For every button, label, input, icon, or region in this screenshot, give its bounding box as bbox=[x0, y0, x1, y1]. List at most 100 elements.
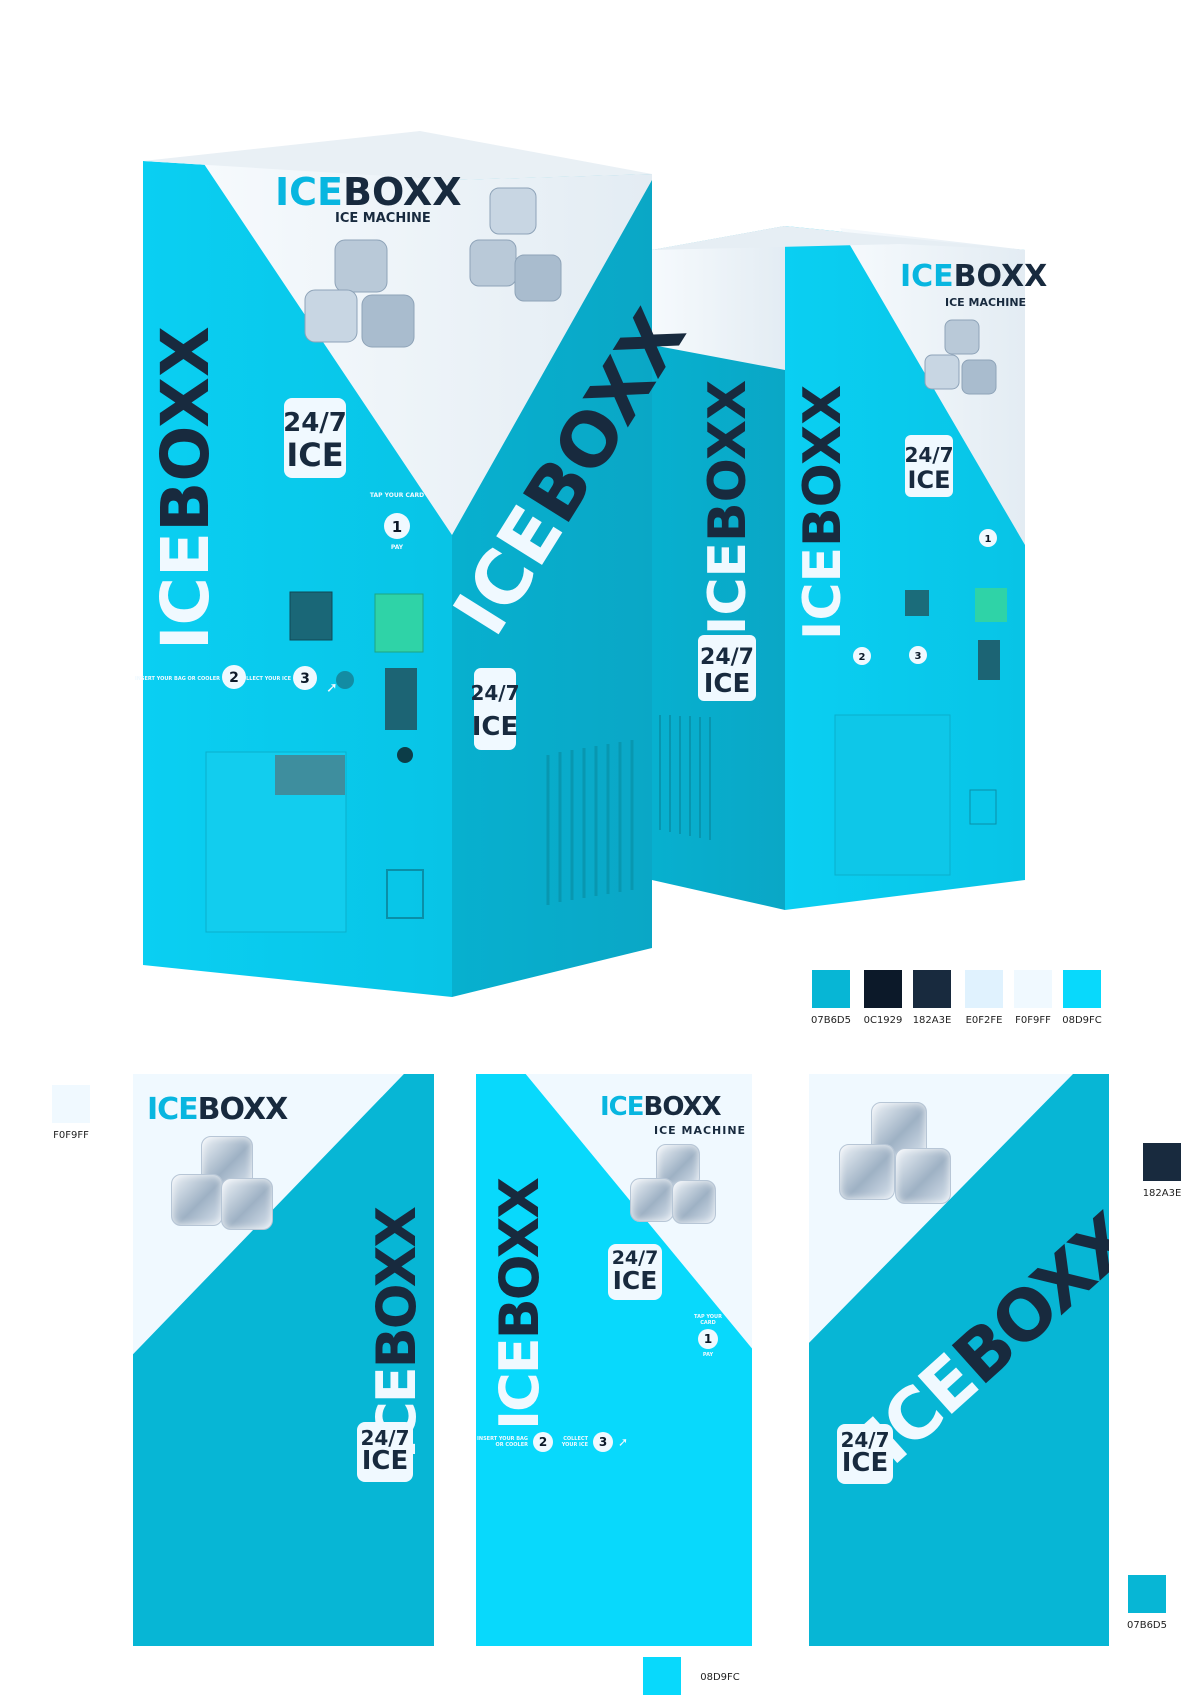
swatch-f0f9ff bbox=[1014, 970, 1052, 1008]
step1-number: 1 bbox=[392, 518, 402, 536]
ice-chute bbox=[275, 755, 345, 795]
step2-number: 2 bbox=[533, 1432, 553, 1452]
tap-card-label: TAP YOUR CARD bbox=[370, 492, 424, 499]
step2-circle bbox=[222, 665, 246, 689]
payment-terminal[interactable] bbox=[374, 593, 424, 653]
bag-dispenser[interactable] bbox=[385, 668, 417, 730]
bag-dispenser[interactable] bbox=[978, 640, 1000, 680]
machine-small: ICEBOXX ICE MACHINE ICEBOXX ICEBOXX 24/7… bbox=[652, 226, 1047, 910]
service-panel bbox=[969, 789, 997, 825]
badge-line2: ICE bbox=[612, 1266, 658, 1295]
vertical-logo: ICEBOXX bbox=[488, 1178, 551, 1430]
ice-cubes-icon bbox=[304, 187, 562, 348]
swatch-label: 182A3E bbox=[1142, 1188, 1182, 1199]
step3-number: 3 bbox=[300, 671, 310, 687]
swatch-07b6d5 bbox=[1128, 1575, 1166, 1613]
machine-large-white-v bbox=[200, 158, 652, 535]
machine-small-logo: ICEBOXX bbox=[900, 259, 1047, 294]
swatch-08d9fc bbox=[1063, 970, 1101, 1008]
swatch-0c1929 bbox=[864, 970, 902, 1008]
swatch-182a3e bbox=[1143, 1143, 1181, 1181]
ice-dispense-bay[interactable] bbox=[834, 714, 951, 876]
badge-line2: ICE bbox=[361, 1446, 409, 1476]
step2-number: 2 bbox=[229, 670, 239, 686]
pay-label: PAY bbox=[391, 544, 404, 551]
collect-ice-label: COLLECT YOUR ICE bbox=[238, 676, 291, 682]
machine-small-left-face bbox=[652, 226, 785, 910]
start-button[interactable] bbox=[336, 671, 354, 689]
service-panel bbox=[386, 869, 424, 919]
swatch-label: F0F9FF bbox=[53, 1130, 89, 1141]
step1-number: 1 bbox=[985, 534, 992, 545]
swatch-07b6d5 bbox=[812, 970, 850, 1008]
step2-circle bbox=[853, 647, 871, 665]
swatch-08d9fc bbox=[643, 1657, 681, 1695]
arrow-icon: ➚ bbox=[618, 1435, 629, 1449]
swatch-label: 08D9FC bbox=[1062, 1015, 1102, 1026]
machine-large-tagline: ICE MACHINE bbox=[335, 211, 431, 226]
badge-line1: 24/7 bbox=[360, 1426, 410, 1450]
badge-line1: 24/7 bbox=[700, 645, 754, 670]
machine-large-vertical-logo: ICEBOXX bbox=[147, 326, 224, 650]
pay-label: PAY bbox=[702, 1352, 714, 1358]
badge-line1: 24/7 bbox=[283, 408, 347, 438]
coin-slot[interactable] bbox=[397, 747, 413, 763]
machine-large-top bbox=[143, 131, 652, 180]
vent-grille bbox=[659, 715, 711, 840]
step-collect-ice: COLLECT YOUR ICE 3 ➚ bbox=[548, 1432, 628, 1452]
swatch-f0f9ff bbox=[52, 1085, 90, 1123]
insert-bag-label: INSERT YOUR BAG OR COOLER bbox=[477, 1436, 528, 1448]
swatch-182a3e bbox=[913, 970, 951, 1008]
swatch-label: 07B6D5 bbox=[1126, 1620, 1167, 1631]
collect-ice-label: COLLECT YOUR ICE bbox=[561, 1436, 588, 1448]
swatch-label: 08D9FC bbox=[700, 1672, 740, 1683]
badge-line2: ICE bbox=[704, 669, 751, 699]
step3-number: 3 bbox=[593, 1432, 613, 1452]
badge-line2: ICE bbox=[472, 712, 519, 742]
card-reader-screen[interactable] bbox=[905, 590, 929, 616]
machine-small-top bbox=[652, 226, 1025, 250]
tap-card-label: TAP YOUR CARD bbox=[694, 1314, 722, 1326]
machine-large-logo: ICEBOXX bbox=[275, 170, 462, 214]
insert-bag-label: INSERT YOUR BAG OR COOLER bbox=[135, 676, 220, 682]
swatch-label: E0F2FE bbox=[965, 1015, 1003, 1026]
vent-grille bbox=[546, 740, 634, 905]
swatch-label: 07B6D5 bbox=[810, 1015, 851, 1026]
step2-number: 2 bbox=[859, 652, 866, 663]
step1-circle bbox=[979, 529, 997, 547]
step3-circle bbox=[293, 666, 317, 690]
badge-line2: ICE bbox=[841, 1448, 889, 1478]
swatch-e0f2fe bbox=[965, 970, 1003, 1008]
swatch-label: 182A3E bbox=[912, 1015, 952, 1026]
ice-cubes-icon bbox=[924, 319, 997, 395]
badge-line2: ICE bbox=[908, 466, 951, 494]
machine-small-vertical-logo-2: ICEBOXX bbox=[793, 385, 853, 640]
payment-terminal[interactable] bbox=[975, 588, 1007, 622]
machine-large-badge bbox=[284, 398, 346, 478]
machine-small-vertical-logo: ICEBOXX bbox=[698, 380, 758, 635]
step1-circle bbox=[384, 513, 410, 539]
machine-large-side-badge bbox=[474, 668, 516, 750]
badge-line1: 24/7 bbox=[470, 681, 519, 705]
machine-small-left-white bbox=[652, 226, 785, 370]
arrow-icon: ➚ bbox=[326, 680, 338, 696]
card-reader-screen[interactable] bbox=[289, 591, 333, 641]
badge-line1: 24/7 bbox=[611, 1247, 659, 1269]
panel-logo: ICEBOXX bbox=[600, 1092, 722, 1122]
machines-render: ICEBOXX ICE MACHINE ICEBOXX ICEBOXX 24/7… bbox=[135, 131, 1047, 997]
step-insert-bag: INSERT YOUR BAG OR COOLER 2 bbox=[476, 1432, 553, 1452]
swatch-label: 0C1929 bbox=[863, 1015, 903, 1026]
machine-small-side-badge bbox=[698, 635, 756, 701]
swatch-label: F0F9FF bbox=[1015, 1015, 1051, 1026]
badge-line2: ICE bbox=[286, 436, 343, 474]
tagline: ICE MACHINE bbox=[654, 1124, 747, 1137]
panel-logo: ICEBOXX bbox=[147, 1092, 288, 1127]
machine-large: ICEBOXX ICE MACHINE ICEBOXX ICEBOXX 24/7… bbox=[135, 131, 703, 997]
step3-number: 3 bbox=[915, 651, 922, 662]
